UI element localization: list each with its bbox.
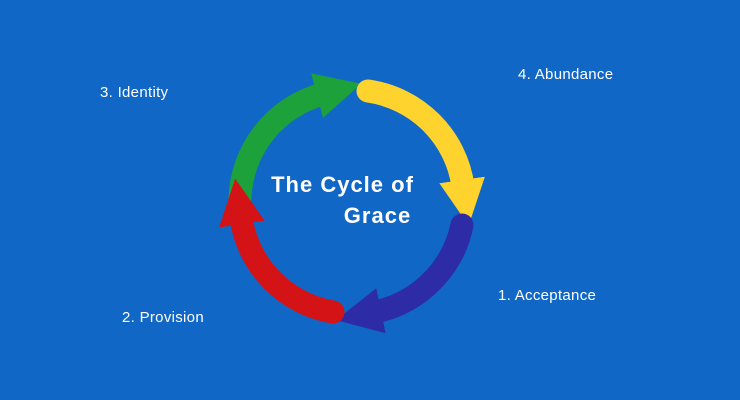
label-identity: 3. Identity: [100, 84, 169, 101]
label-provision: 2. Provision: [122, 309, 204, 326]
red-arrow: [219, 178, 345, 324]
label-acceptance: 1. Acceptance: [498, 287, 597, 304]
diagram-title-line1: The Cycle of: [271, 172, 414, 197]
blue-arrow: [335, 213, 474, 334]
diagram-title-line2: Grace: [343, 203, 412, 228]
label-abundance: 4. Abundance: [518, 66, 614, 83]
yellow-arrow: [356, 79, 485, 226]
